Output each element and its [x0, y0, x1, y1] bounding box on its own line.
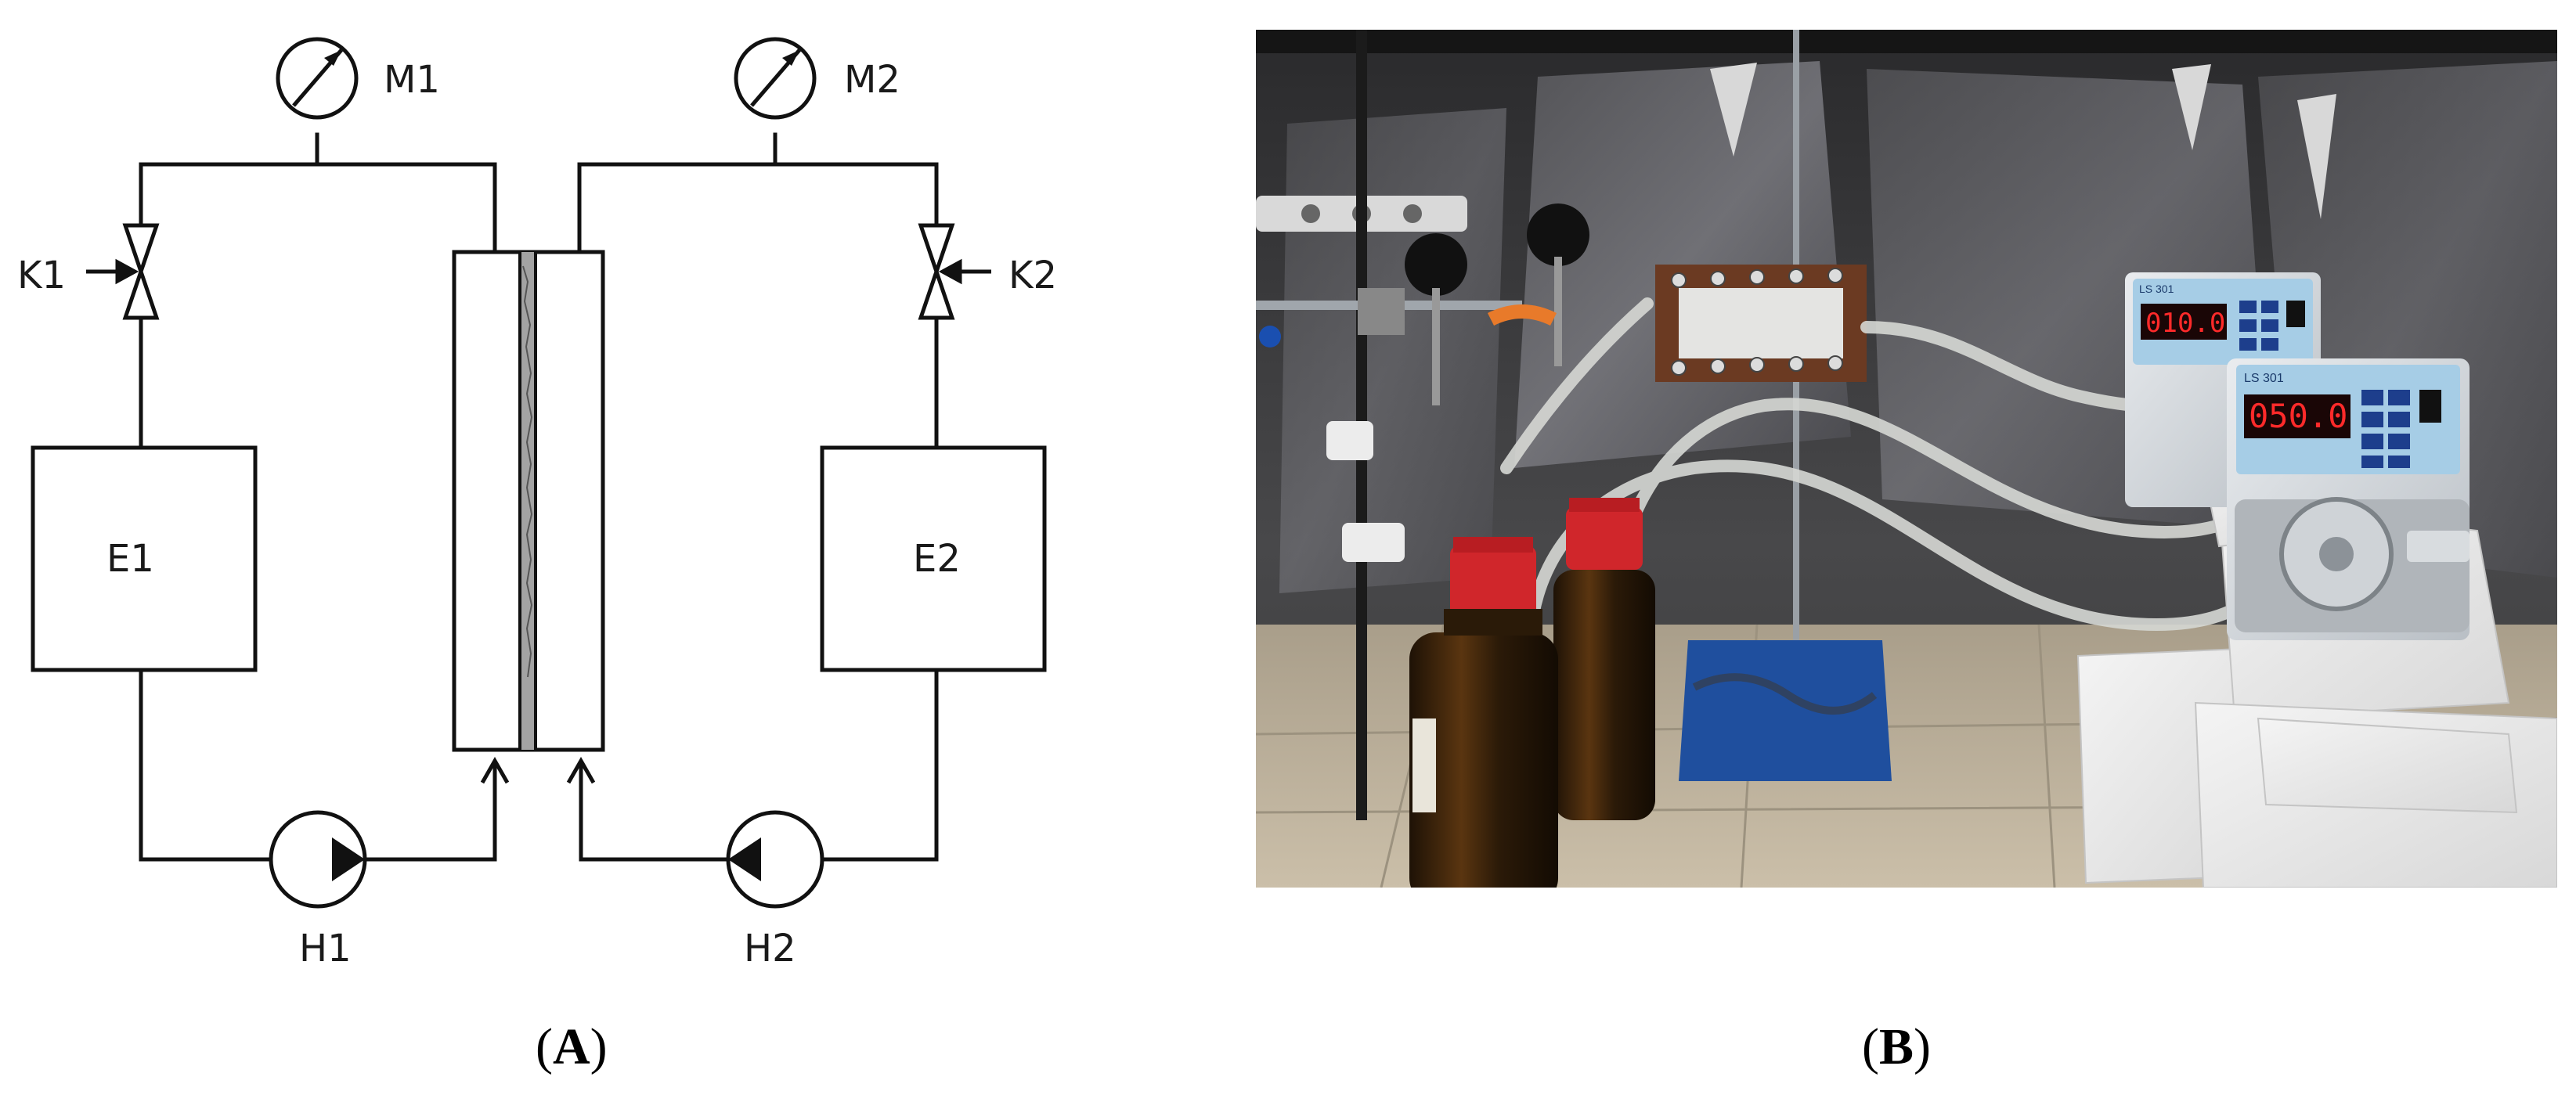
- stand-base: [1679, 640, 1892, 781]
- valve-k1-icon: [86, 223, 160, 320]
- vessel-e1: [31, 445, 258, 672]
- pipe-right-bottom: [820, 668, 939, 862]
- vessel-e2: [820, 445, 1047, 672]
- pump-front-display: 050.0: [2249, 397, 2347, 435]
- pump-front-brand: LS 301: [2244, 372, 2284, 385]
- pump-h2-icon: [726, 810, 824, 909]
- pump-h1-icon: [269, 810, 367, 909]
- valve-k2-icon: [918, 223, 991, 320]
- label-h2: H2: [744, 927, 796, 971]
- label-e1: E1: [106, 537, 154, 581]
- pipe-h2-to-cell: [579, 763, 731, 862]
- pipe-left-bottom: [139, 668, 273, 862]
- pipe-left-top: [139, 162, 497, 254]
- label-m1: M1: [384, 58, 440, 102]
- label-h1: H1: [299, 927, 352, 971]
- pump-back-brand: LS 301: [2139, 283, 2174, 295]
- gauge-m1-icon: [276, 37, 359, 120]
- bottle-back: [1553, 498, 1655, 820]
- setup-photo: LS 301 010.0 LS 301 050.0: [1256, 30, 2557, 888]
- inlet-arrow-right: [566, 756, 596, 784]
- caption-a: (A): [536, 1018, 608, 1075]
- label-e2: E2: [913, 537, 961, 581]
- pump-front: LS 301 050.0: [2227, 358, 2470, 640]
- pipe-h1-to-cell: [363, 763, 497, 862]
- gauge-m2-icon: [734, 37, 817, 120]
- pump-back-display: 010.0: [2145, 308, 2225, 339]
- membrane: [518, 252, 537, 750]
- label-k2: K2: [1008, 254, 1057, 297]
- flow-schematic: M1 M2 K1 K2 E1 E2 H1 H2: [17, 37, 1057, 971]
- label-m2: M2: [844, 58, 900, 102]
- caption-b: (B): [1862, 1018, 1931, 1075]
- label-k1: K1: [17, 254, 66, 297]
- pipe-right-top: [577, 162, 939, 254]
- photo-membrane-cell: [1655, 265, 1867, 382]
- bottle-front: [1409, 537, 1558, 888]
- inlet-arrow-left: [480, 756, 510, 784]
